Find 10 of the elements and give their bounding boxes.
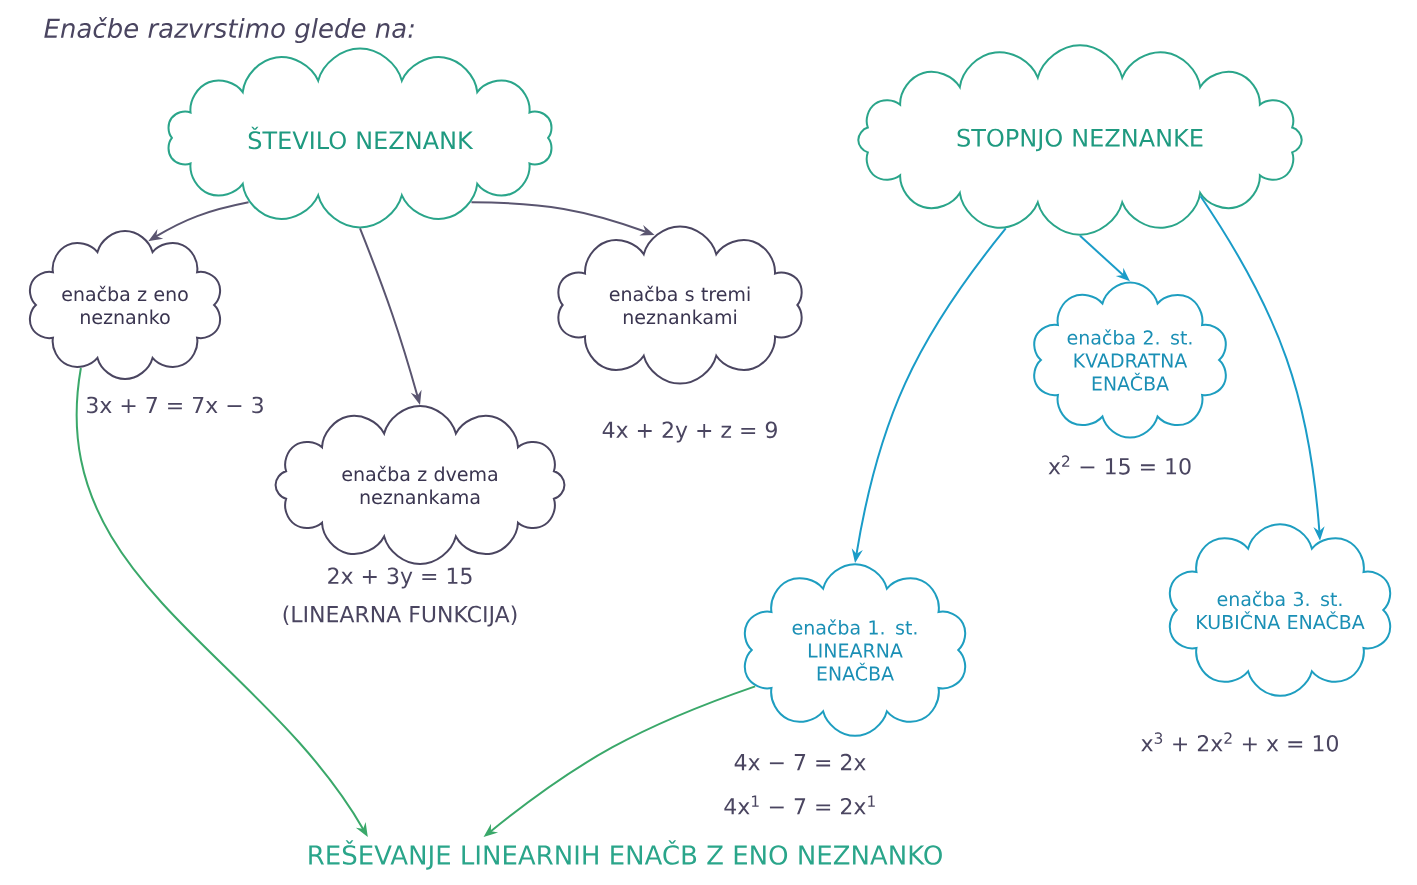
equation-label: 4x − 7 = 2x xyxy=(734,753,866,771)
equation-label: 2x + 3y = 15 xyxy=(328,567,472,589)
equation-label: 4x$^{1}$ − 7 = 2x$^{1}$ xyxy=(724,795,875,815)
equation-label: 4x + 2y + z = 9 xyxy=(602,421,777,443)
equation-label: 3x + 7 = 7x − 3 xyxy=(87,396,263,414)
equation-label: (LINEARNA FUNKCIJA) xyxy=(283,605,517,627)
equation-label: x$^{3}$ + 2x$^{2}$ + x = 10 xyxy=(1141,732,1338,752)
heading-text: REŠEVANJE LINEARNIH ENAČB Z ENO NEZNANKO xyxy=(309,840,942,870)
equation-label: x$^{2}$ − 15 = 10 xyxy=(1048,455,1191,475)
title: Enačbe razvrstimo glede na: xyxy=(44,16,414,44)
